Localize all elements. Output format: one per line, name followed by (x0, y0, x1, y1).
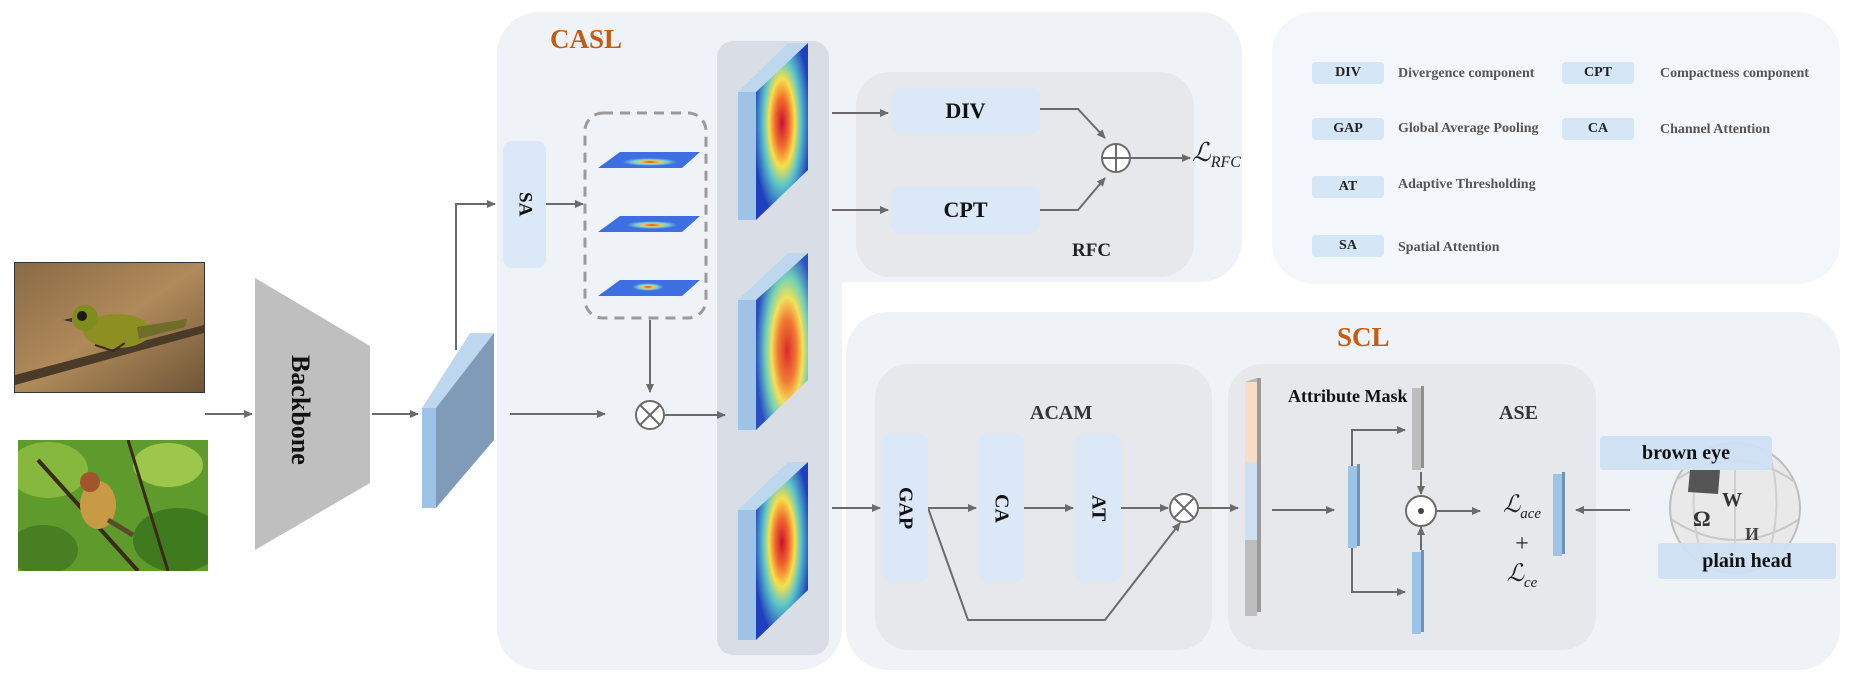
backbone-label: Backbone (286, 355, 315, 465)
hadamard-symbol (1405, 495, 1437, 527)
ase-label: ASE (1499, 402, 1538, 424)
split-up-arrow (1351, 426, 1406, 466)
legend-text-at: Adaptive Thresholding (1398, 177, 1536, 192)
legend-abbr-cpt: CPT (1562, 62, 1634, 84)
legend-text-div: Divergence component (1398, 66, 1535, 81)
legend-text-gap: Global Average Pooling (1398, 121, 1539, 136)
legend-abbr-at: AT (1312, 176, 1384, 198)
split-down-arrow (1351, 548, 1406, 596)
legend-text-ca: Channel Attention (1660, 122, 1771, 137)
div-to-plus-arrow (1040, 108, 1106, 139)
bird-image-2-graphic (18, 440, 208, 571)
cpt-box: CPT (891, 187, 1040, 233)
legend-abbr-ca: CA (1562, 118, 1634, 140)
attention-slab-2 (598, 216, 700, 232)
multiply-symbol-casl (635, 400, 665, 430)
rfc-label: RFC (1072, 240, 1112, 261)
acam-label: ACAM (1030, 402, 1093, 424)
rfc-loss: ℒRFC (1192, 138, 1241, 172)
cpt-to-plus-arrow (1040, 177, 1106, 211)
attribute-mask-bar (1245, 378, 1261, 616)
ase-bottom-bar (1412, 550, 1424, 634)
casl-title: CASL (550, 24, 623, 54)
attention-slab-3 (598, 280, 700, 296)
to-sa-arrow (455, 200, 496, 350)
ca-box: CA (978, 434, 1024, 582)
gap-skip-arrow (927, 507, 1181, 621)
wiki-glyph-omega: Ω (1693, 506, 1711, 531)
ase-top-bar (1412, 386, 1424, 470)
bird-image-1 (14, 262, 205, 393)
bird-image-2 (18, 440, 208, 571)
multiply-symbol-acam (1169, 493, 1199, 523)
rfc-loss-subscript: RFC (1210, 154, 1241, 172)
attribute-mask-label: Attribute Mask (1288, 386, 1408, 406)
div-box: DIV (891, 88, 1040, 134)
ase-split-bar (1348, 464, 1360, 548)
legend-abbr-div: DIV (1312, 62, 1384, 84)
legend-abbr-gap: GAP (1312, 118, 1384, 140)
ase-loss: ℒace + ℒce (1494, 490, 1550, 598)
bird-image-1-graphic (15, 263, 204, 392)
gap-box: GAP (882, 434, 928, 582)
at-box: AT (1075, 434, 1121, 582)
wiki-glyph-w: W (1722, 489, 1742, 511)
rfc-loss-symbol: ℒ (1192, 138, 1211, 167)
attention-slab-1 (598, 152, 700, 168)
ce-loss-subscript: ce (1523, 574, 1538, 591)
legend-abbr-sa: SA (1312, 235, 1384, 257)
backbone-feature-block (422, 333, 494, 508)
loss-plus: + (1515, 530, 1529, 557)
sa-box: SA (503, 141, 546, 268)
heatmap-block-1 (738, 43, 808, 220)
ace-loss-symbol: ℒ (1502, 492, 1521, 518)
plus-symbol (1101, 143, 1131, 173)
scl-title: SCL (1337, 322, 1390, 352)
plain-head-label: plain head (1658, 543, 1836, 579)
sa-maps-group (583, 111, 708, 320)
ce-loss-symbol: ℒ (1506, 560, 1524, 587)
ace-loss-subscript: ace (1520, 505, 1542, 522)
brown-eye-label: brown eye (1600, 436, 1772, 470)
legend-text-sa: Spatial Attention (1398, 240, 1500, 255)
wiki-glyph-i: И (1745, 524, 1759, 544)
heatmap-block-2 (738, 253, 808, 430)
heatmap-block-3 (738, 462, 808, 640)
legend-text-cpt: Compactness component (1660, 66, 1809, 81)
text-embedding-bar (1553, 472, 1565, 556)
backbone-shape (255, 278, 370, 550)
